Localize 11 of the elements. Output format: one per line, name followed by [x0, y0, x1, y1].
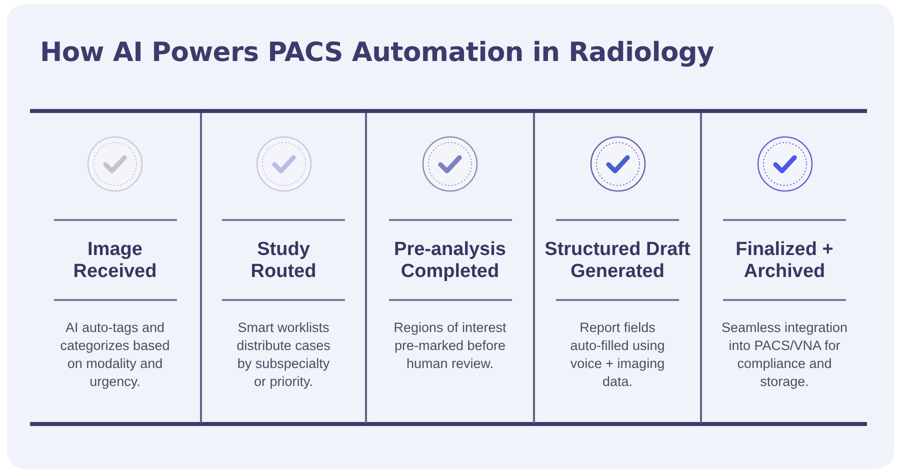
step-description: Smart worklists distribute cases by subspecialty or priority.: [236, 319, 332, 391]
step-description: AI auto-tags and categorizes based on modality and urgency.: [59, 319, 171, 391]
step-heading: Pre-analysis Completed: [393, 239, 507, 283]
step-description: Seamless integration into PACS/VNA for compliance and storage.: [720, 319, 849, 391]
step-heading: Structured Draft Generated: [544, 239, 692, 283]
step-heading: Study Routed: [250, 239, 318, 283]
step-description: Regions of interest pre-marked before human review.: [393, 319, 507, 373]
step-description: Report fields auto-filled using voice + imaging data.: [569, 319, 666, 391]
step-heading: Image Received: [72, 239, 158, 283]
step-heading: Finalized + Archived: [734, 239, 834, 283]
diagram-title: How AI Powers PACS Automation in Radiology: [40, 36, 714, 70]
